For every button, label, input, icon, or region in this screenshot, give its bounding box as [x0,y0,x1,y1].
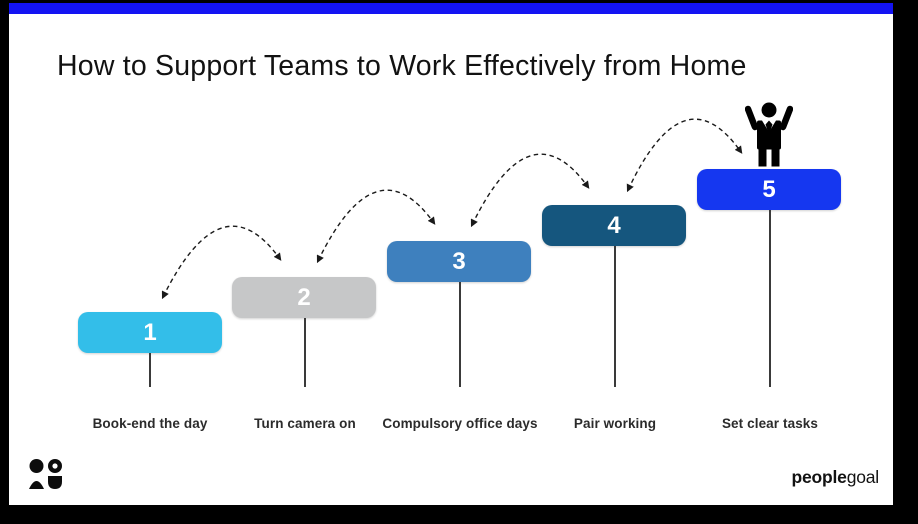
step-stem-4 [614,246,616,387]
step-number-2: 2 [297,283,311,311]
step-box-5: 5 [697,169,841,210]
step-box-3: 3 [387,241,531,282]
peoplegoal-logo: peoplegoal [792,467,880,488]
step-box-4: 4 [542,205,686,246]
step-label-1: Book-end the day [92,416,208,431]
step-label-3: Compulsory office days [382,416,538,431]
top-accent-bar [9,3,893,14]
step-number-3: 3 [452,247,466,275]
slide: How to Support Teams to Work Effectively… [9,3,893,505]
step-box-1: 1 [78,312,222,353]
step-stem-5 [769,210,771,387]
page-title: How to Support Teams to Work Effectively… [57,50,747,82]
step-number-5: 5 [762,175,776,203]
step-stem-1 [149,353,151,387]
step-stem-3 [459,282,461,387]
peoplegoal-logo-bold: people [791,467,847,487]
step-number-1: 1 [143,318,157,346]
celebrating-person-icon [745,102,793,167]
step-label-2: Turn camera on [254,416,356,431]
step-number-4: 4 [607,211,621,239]
two-people-icon [29,459,62,489]
peoplegoal-logo-regular: goal [846,467,879,487]
step-box-2: 2 [232,277,376,318]
step-label-4: Pair working [573,416,657,431]
step-stem-2 [304,318,306,387]
step-label-5: Set clear tasks [721,416,819,431]
